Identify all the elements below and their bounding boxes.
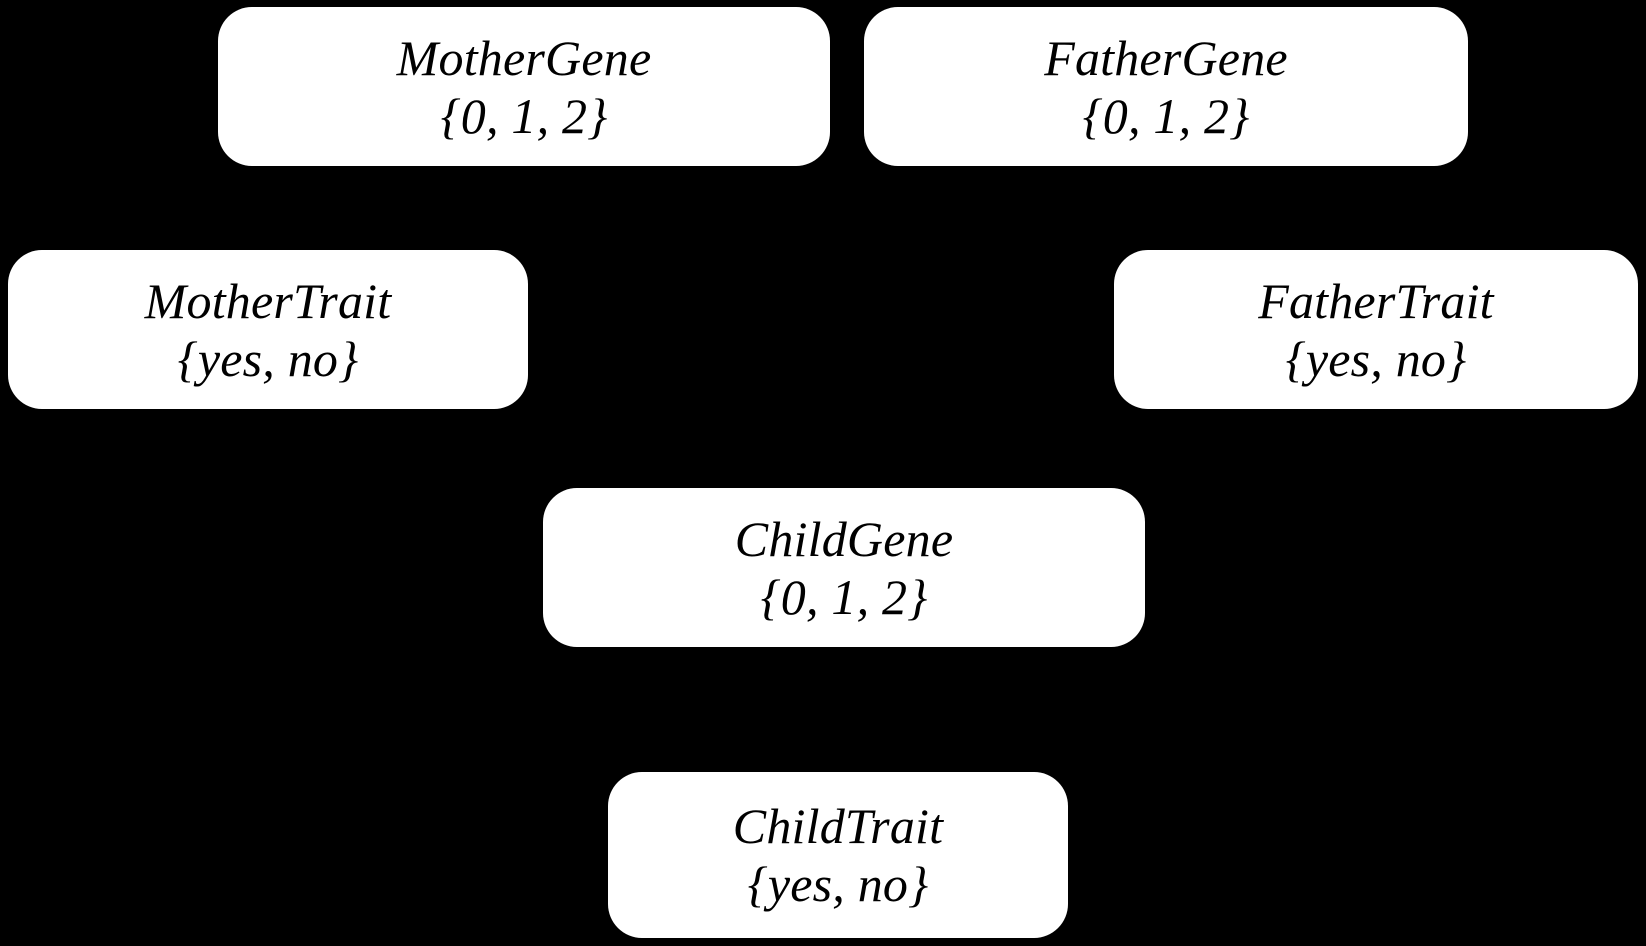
node-father-trait[interactable]: FatherTrait {yes, no} (1114, 250, 1638, 409)
node-label-name: FatherTrait (1258, 272, 1494, 329)
node-label-name: FatherGene (1044, 29, 1288, 86)
node-child-gene[interactable]: ChildGene {0, 1, 2} (543, 488, 1145, 647)
node-label-name: MotherGene (396, 29, 652, 86)
node-father-gene[interactable]: FatherGene {0, 1, 2} (864, 7, 1468, 166)
node-child-trait[interactable]: ChildTrait {yes, no} (608, 772, 1068, 938)
node-label-domain: {0, 1, 2} (760, 568, 928, 625)
node-label-domain: {yes, no} (1285, 330, 1467, 387)
node-mother-trait[interactable]: MotherTrait {yes, no} (8, 250, 528, 409)
node-label-domain: {0, 1, 2} (1082, 87, 1250, 144)
node-label-name: ChildTrait (732, 798, 944, 854)
node-label-domain: {yes, no} (177, 330, 359, 387)
node-mother-gene[interactable]: MotherGene {0, 1, 2} (218, 7, 830, 166)
node-label-domain: {0, 1, 2} (440, 87, 608, 144)
node-label-name: ChildGene (734, 510, 954, 567)
node-label-name: MotherTrait (144, 272, 392, 329)
node-label-domain: {yes, no} (747, 856, 929, 912)
